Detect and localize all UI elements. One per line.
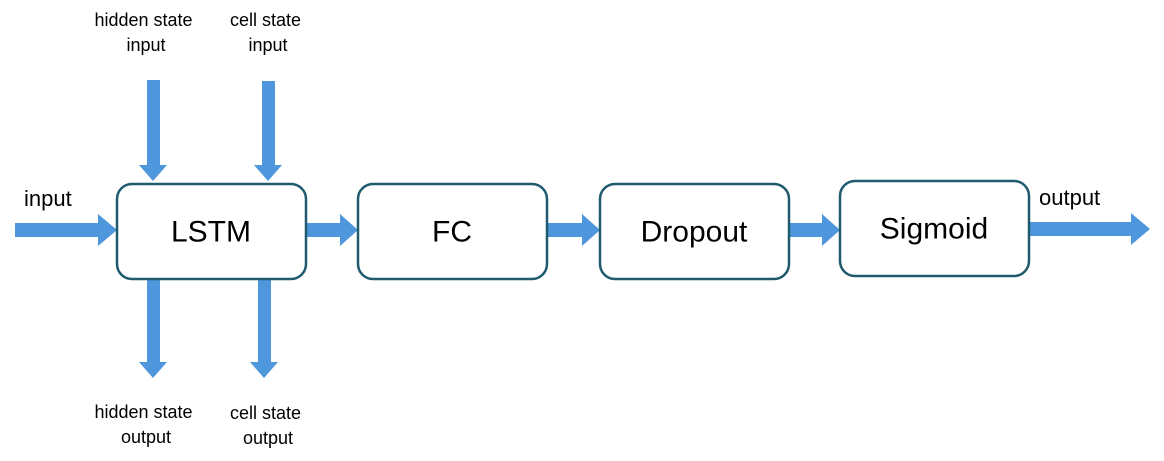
fc-label: FC (432, 216, 472, 249)
output-label: output (1039, 185, 1100, 210)
cell-state-output-label: cell state output (230, 403, 306, 448)
dropout-block: Dropout (598, 182, 791, 281)
lstm-block: LSTM (115, 182, 308, 281)
hidden-state-output-label: hidden state output (94, 402, 197, 447)
arrow-sigmoid-to-output (1029, 213, 1150, 245)
sigmoid-block: Sigmoid (838, 179, 1031, 278)
arrow-fc-to-dropout (547, 214, 600, 246)
arrow-cell-state-output (250, 279, 278, 378)
arrow-input-to-lstm (15, 214, 117, 246)
arrow-lstm-to-fc (306, 214, 358, 246)
arrow-cell-state-input (254, 81, 282, 181)
dropout-label: Dropout (641, 216, 748, 249)
arrow-hidden-state-input (139, 80, 167, 181)
input-label: input (24, 186, 72, 211)
lstm-label: LSTM (171, 216, 251, 249)
hidden-state-input-label: hidden state input (94, 10, 197, 55)
arrows (15, 80, 1150, 378)
arrow-dropout-to-sigmoid (789, 214, 840, 246)
cell-state-input-label: cell state input (230, 10, 306, 55)
fc-block: FC (356, 182, 549, 281)
sigmoid-label: Sigmoid (880, 213, 988, 246)
arrow-hidden-state-output (139, 279, 167, 378)
